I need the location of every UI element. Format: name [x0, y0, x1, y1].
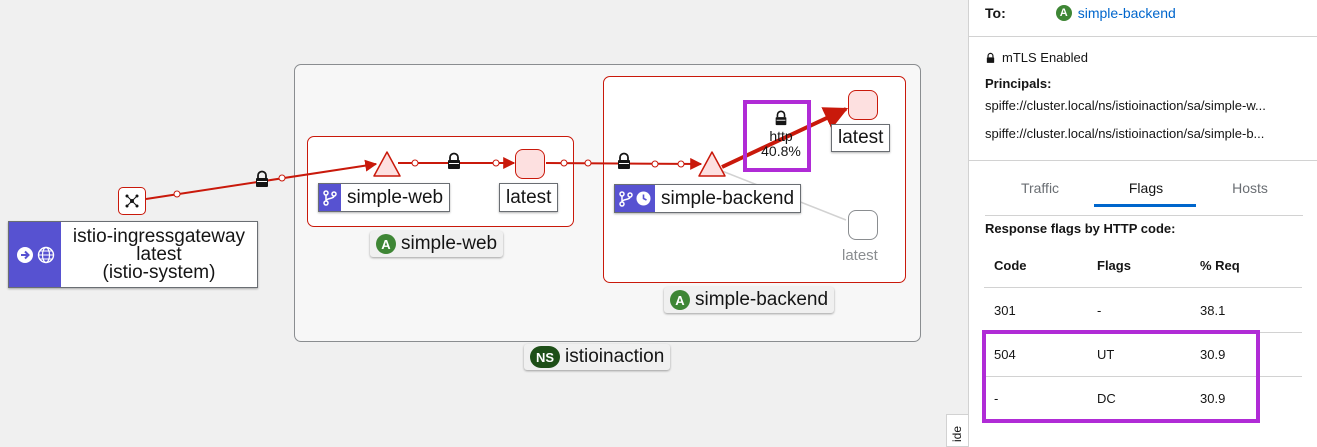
gateway-name: istio-ingressgateway	[72, 225, 246, 247]
gateway-label[interactable]: istio-ingressgateway latest (istio-syste…	[8, 221, 258, 288]
gateway-version: latest	[136, 243, 182, 265]
column-header-code: Code	[994, 258, 1027, 273]
cell-code: 301	[994, 303, 1016, 318]
lock-icon	[749, 110, 813, 129]
principals-label: Principals:	[985, 76, 1052, 91]
row-divider	[984, 376, 1302, 377]
namespace-name: istioinaction	[565, 346, 665, 367]
tab-traffic[interactable]: Traffic	[1020, 180, 1060, 196]
divider	[969, 160, 1317, 161]
edge-backend-svc-to-latest[interactable]	[721, 107, 849, 169]
app-badge: A	[376, 234, 396, 254]
column-header-req: % Req	[1200, 258, 1240, 273]
workload-label-simple-web[interactable]: latest	[499, 183, 559, 212]
branch-icon	[319, 184, 341, 211]
globe-icon	[37, 246, 54, 263]
highlight-box-edge	[743, 100, 811, 172]
active-tab-indicator	[1094, 204, 1196, 207]
workload-node-idle[interactable]	[848, 210, 878, 240]
app-badge: A	[1055, 5, 1072, 21]
service-name: simple-backend	[661, 187, 795, 209]
cell-flags: UT	[1097, 347, 1115, 362]
service-label-simple-backend[interactable]: simple-backend	[614, 184, 802, 213]
branch-icon	[619, 190, 633, 207]
service-name: simple-web	[347, 186, 444, 208]
gateway-namespace: (istio-system)	[102, 261, 216, 283]
app-tag-simple-backend[interactable]: A simple-backend	[664, 287, 835, 313]
app-name: simple-backend	[695, 289, 829, 310]
tab-hosts[interactable]: Hosts	[1232, 180, 1268, 196]
cell-code: -	[994, 391, 999, 406]
app-tag-simple-web[interactable]: A simple-web	[370, 231, 504, 257]
arrow-right-circle-icon	[16, 246, 33, 263]
workload-node-simple-backend[interactable]	[848, 90, 878, 120]
lock-icon	[986, 52, 995, 63]
to-row: To: A simple-backend	[985, 5, 1176, 21]
lock-icon	[253, 170, 271, 193]
service-icons	[615, 185, 655, 212]
hide-panel-label: ide	[950, 425, 965, 443]
mtls-status: mTLS Enabled	[1002, 50, 1088, 65]
to-label: To:	[985, 5, 1006, 21]
cell-req: 30.9	[1200, 391, 1226, 406]
tab-divider	[985, 215, 1303, 216]
principal-destination: spiffe://cluster.local/ns/istioinaction/…	[985, 126, 1265, 141]
mtls-row: mTLS Enabled	[985, 50, 1088, 65]
namespace-badge: NS	[530, 346, 560, 368]
workload-node-simple-web[interactable]	[515, 149, 545, 179]
cell-flags: DC	[1097, 391, 1116, 406]
cluster-icon	[125, 194, 139, 208]
hide-panel-tab[interactable]: ide	[946, 414, 968, 447]
cell-code: 504	[994, 347, 1016, 362]
edge-protocol: http	[769, 128, 793, 144]
graph-canvas[interactable]: istio-ingressgateway latest (istio-syste…	[0, 0, 968, 447]
gateway-icons	[9, 222, 61, 287]
app-name: simple-web	[401, 233, 498, 254]
gateway-node[interactable]	[118, 187, 146, 215]
workload-version: latest	[838, 127, 884, 148]
cell-req: 38.1	[1200, 303, 1226, 318]
edge-label[interactable]: http 40.8%	[749, 110, 813, 159]
principal-source: spiffe://cluster.local/ns/istioinaction/…	[985, 98, 1266, 113]
section-title: Response flags by HTTP code:	[985, 221, 1176, 236]
edge-percent: 40.8%	[761, 143, 801, 159]
service-label-simple-web[interactable]: simple-web	[318, 183, 451, 212]
service-node-simple-web[interactable]	[372, 150, 402, 178]
lock-icon	[615, 152, 633, 175]
workload-label-simple-backend[interactable]: latest	[831, 124, 891, 152]
app-badge: A	[670, 290, 690, 310]
column-header-flags: Flags	[1097, 258, 1131, 273]
service-node-simple-backend[interactable]	[697, 150, 727, 178]
to-app-link[interactable]: simple-backend	[1077, 5, 1176, 21]
workload-label-idle[interactable]: latest	[842, 247, 878, 264]
clock-icon	[636, 191, 651, 206]
lock-icon	[445, 152, 463, 175]
namespace-tag[interactable]: NS istioinaction	[524, 344, 671, 370]
highlight-box-flags	[982, 330, 1260, 423]
workload-version: latest	[506, 186, 552, 208]
cell-req: 30.9	[1200, 347, 1226, 362]
divider	[969, 36, 1317, 37]
row-divider	[984, 287, 1302, 288]
tab-flags[interactable]: Flags	[1128, 180, 1164, 196]
cell-flags: -	[1097, 303, 1102, 318]
